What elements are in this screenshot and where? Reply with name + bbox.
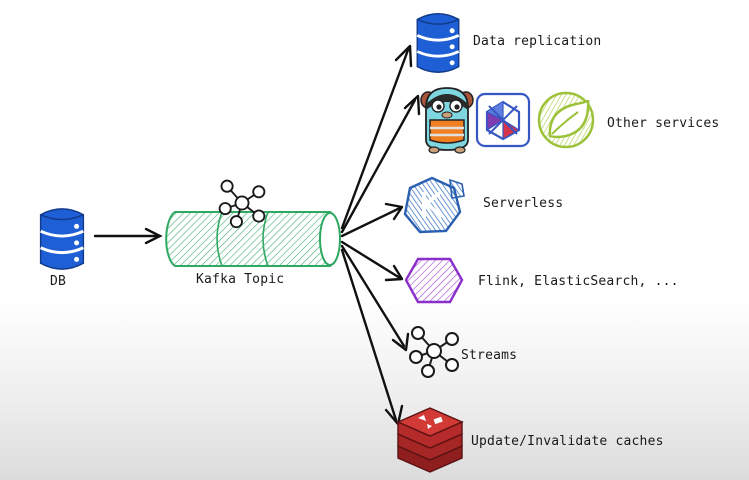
arrow-to-serverless xyxy=(340,206,402,238)
serverless-label: Serverless xyxy=(483,196,564,211)
db-to-topic-arrow xyxy=(93,227,163,245)
hexagon-icon xyxy=(404,257,464,304)
fanout-arrows xyxy=(340,44,421,426)
arrow-to-streams xyxy=(340,244,406,348)
replication-database-icon xyxy=(415,12,461,74)
arrow-to-flink xyxy=(340,240,402,280)
db-database-icon xyxy=(39,207,85,271)
caches-label: Update/Invalidate caches xyxy=(471,434,664,449)
gopher-icon xyxy=(420,87,474,154)
redis-icon xyxy=(396,407,464,473)
arrow-to-replication xyxy=(340,48,410,230)
streams-label: Streams xyxy=(461,348,518,363)
arrow-to-services xyxy=(340,98,417,234)
kafka-topic-tube-icon xyxy=(165,211,341,267)
flink-label: Flink, ElasticSearch, ... xyxy=(478,274,679,289)
kafka-streams-icon xyxy=(408,325,460,379)
kafka-topic-label: Kafka Topic xyxy=(196,272,285,287)
quarkus-icon xyxy=(475,92,531,148)
spring-leaf-icon xyxy=(537,91,595,149)
other-services-label: Other services xyxy=(607,116,720,131)
db-label: DB xyxy=(50,274,67,289)
knative-icon xyxy=(403,176,465,234)
arrow-to-caches xyxy=(340,248,398,422)
replication-label: Data replication xyxy=(473,34,602,49)
